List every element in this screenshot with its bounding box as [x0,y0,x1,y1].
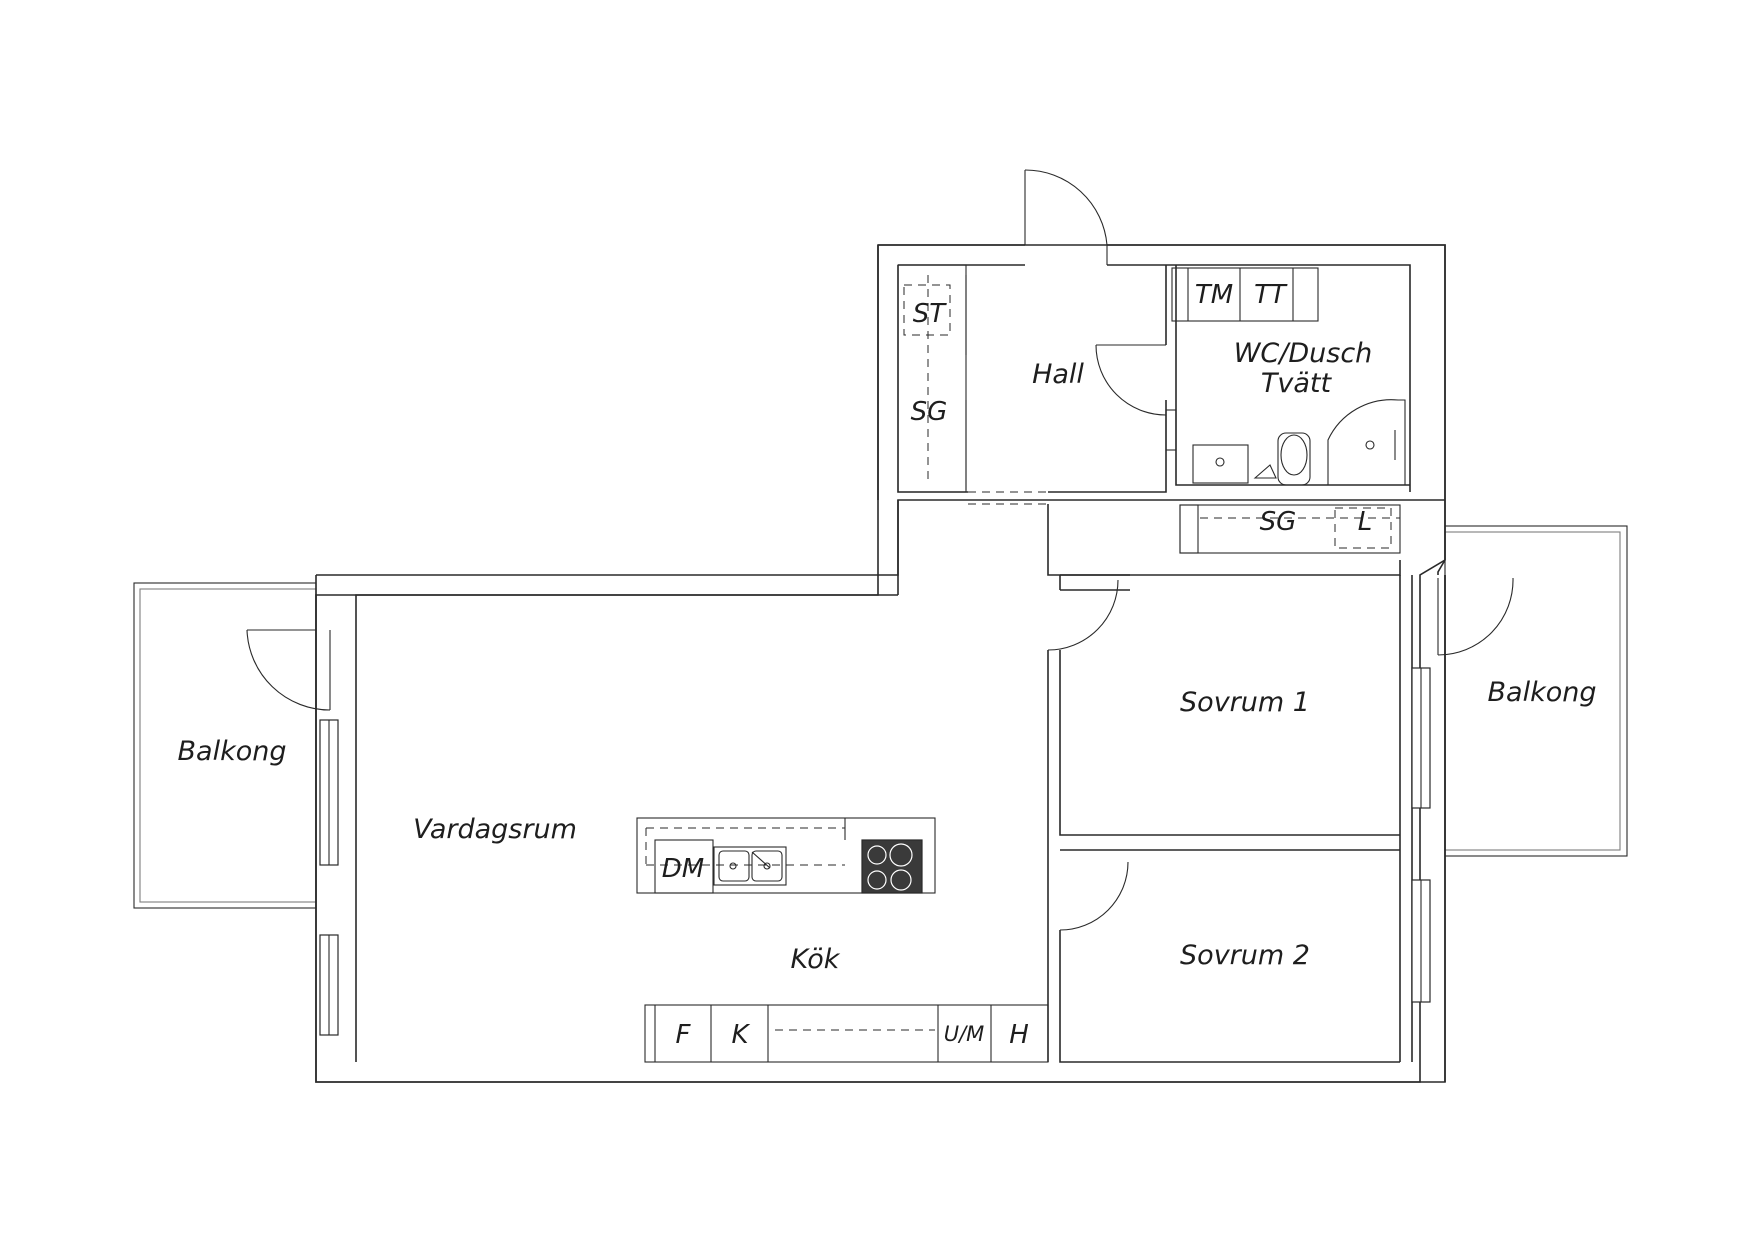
fixture-labels: ST SG TM TT SG L DM F K U/M H [662,280,1372,1050]
balcony-left [133,582,339,1036]
label-sg-hall: SG [911,397,948,427]
label-wc-line2: Tvätt [1261,368,1333,399]
label-h: H [1009,1020,1029,1050]
label-hall: Hall [1032,359,1084,390]
label-wc-line1: WC/Dusch [1234,338,1373,369]
room-labels: Hall WC/Dusch Tvätt Vardagsrum Kök Sovru… [178,338,1597,975]
kitchen-island [636,817,936,894]
label-um: U/M [944,1022,985,1046]
label-k: K [731,1020,750,1050]
label-sovrum-1: Sovrum 1 [1180,687,1310,718]
balcony-right [1411,525,1628,1003]
label-tm: TM [1195,280,1233,310]
label-sg-corridor: SG [1260,507,1297,537]
label-dm: DM [662,854,704,884]
wc-dusch-tvatt [1171,265,1410,486]
label-sovrum-2: Sovrum 2 [1180,940,1310,971]
label-tt: TT [1254,280,1288,310]
label-l: L [1358,507,1373,537]
inner-walls [1047,504,1514,1063]
label-st: ST [913,299,948,329]
kitchen-counter [644,1004,1049,1063]
label-balkong-left: Balkong [178,736,287,767]
corridor-storage [1179,504,1401,554]
label-vardagsrum: Vardagsrum [413,814,577,845]
label-f: F [676,1020,692,1050]
label-kok: Kök [791,944,841,975]
label-balkong-right: Balkong [1488,677,1597,708]
hall [897,169,1177,505]
